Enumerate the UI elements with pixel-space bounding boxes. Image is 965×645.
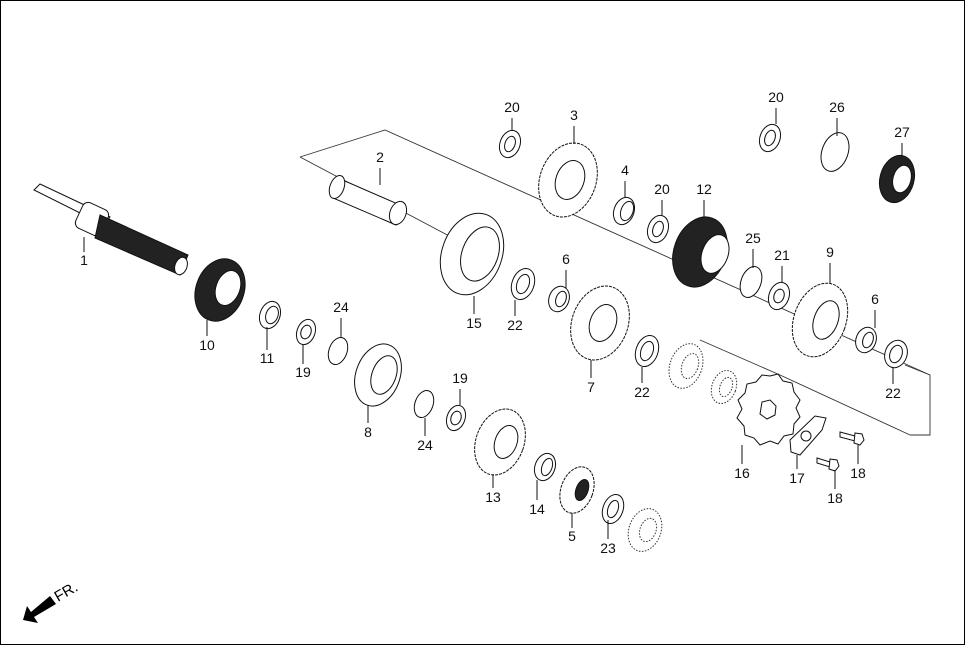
callout-25: 25 [745, 230, 761, 246]
callout-13: 13 [485, 489, 501, 505]
part-20-washer-a[interactable] [496, 127, 524, 160]
callout-10: 10 [199, 337, 215, 353]
part-26-circlip[interactable] [816, 129, 854, 175]
part-20-washer-b[interactable] [644, 212, 672, 245]
part-12-gear[interactable] [663, 209, 736, 294]
part-22-washer-b[interactable] [631, 332, 663, 370]
callout-12: 12 [696, 181, 712, 197]
part-18-bolt-a[interactable] [839, 431, 865, 446]
callout-20c: 20 [768, 89, 784, 105]
callout-22b: 22 [634, 384, 650, 400]
callout-27: 27 [894, 124, 910, 140]
part-4-bushing[interactable] [610, 194, 638, 227]
callout-9: 9 [826, 244, 834, 260]
part-1-main-shaft[interactable] [33, 183, 190, 277]
part-5-gear[interactable] [554, 462, 600, 518]
callout-2: 2 [376, 149, 384, 165]
callout-23: 23 [600, 540, 616, 556]
arrow-down-left-icon [23, 596, 56, 623]
bearing-reference-b [710, 370, 738, 404]
leader-lines [83, 108, 903, 539]
callout-16: 16 [734, 465, 750, 481]
callout-20a: 20 [504, 99, 520, 115]
callout-6b: 6 [871, 291, 879, 307]
callout-7: 7 [587, 379, 595, 395]
callout-17: 17 [789, 470, 805, 486]
callout-22c: 22 [885, 385, 901, 401]
callout-5: 5 [568, 528, 576, 544]
bearing-reference-a [668, 343, 704, 389]
part-22-washer-a[interactable] [507, 265, 539, 303]
part-24-circlip-b[interactable] [411, 388, 437, 420]
part-15-gear[interactable] [429, 204, 514, 303]
part-23-washer[interactable] [598, 491, 627, 526]
bearing-reference-c [627, 508, 663, 552]
part-2-sleeve[interactable] [326, 173, 409, 227]
callout-8: 8 [364, 424, 372, 440]
part-6-bushing-b[interactable] [852, 324, 880, 355]
part-19-washer-b[interactable] [443, 403, 469, 434]
part-20-washer-c[interactable] [756, 121, 784, 154]
part-11-bushing[interactable] [256, 298, 284, 331]
callout-3: 3 [570, 107, 578, 123]
part-17-retainer-plate[interactable] [789, 415, 827, 456]
part-3-gear[interactable] [529, 135, 608, 226]
callout-26: 26 [829, 99, 845, 115]
part-25-circlip[interactable] [736, 264, 766, 301]
callout-19a: 19 [295, 364, 311, 380]
part-6-bushing-a[interactable] [545, 283, 573, 314]
callout-24b: 24 [417, 437, 433, 453]
callout-24a: 24 [333, 299, 349, 315]
part-10-gear[interactable] [187, 252, 254, 329]
callout-19b: 19 [452, 370, 468, 386]
callout-labels: 1 2 3 4 5 6 6 7 8 9 10 11 12 13 14 15 16… [80, 89, 910, 556]
callout-1: 1 [80, 252, 88, 268]
callout-4: 4 [621, 162, 629, 178]
part-13-gear[interactable] [466, 402, 534, 482]
part-19-washer-a[interactable] [293, 317, 319, 348]
callout-21: 21 [774, 247, 790, 263]
part-9-gear[interactable] [783, 275, 858, 364]
callout-14: 14 [529, 501, 545, 517]
part-27-gear[interactable] [874, 151, 919, 206]
part-22-washer-c[interactable] [881, 337, 911, 371]
front-direction-indicator: FR. [23, 579, 81, 623]
part-18-bolt-b[interactable] [816, 457, 840, 472]
part-7-gear[interactable] [561, 278, 640, 369]
callout-18b: 18 [827, 490, 843, 506]
part-16-sprocket[interactable] [736, 373, 801, 446]
callout-18a: 18 [850, 465, 866, 481]
part-21-washer[interactable] [765, 279, 793, 312]
front-label: FR. [52, 579, 81, 606]
callout-6a: 6 [562, 251, 570, 267]
callout-22a: 22 [507, 317, 523, 333]
callout-11: 11 [260, 350, 275, 366]
part-14-bushing[interactable] [531, 450, 559, 483]
callout-15: 15 [466, 315, 482, 331]
callout-20b: 20 [654, 181, 670, 197]
part-8-gear[interactable] [346, 337, 409, 412]
part-24-circlip-a[interactable] [325, 335, 351, 367]
